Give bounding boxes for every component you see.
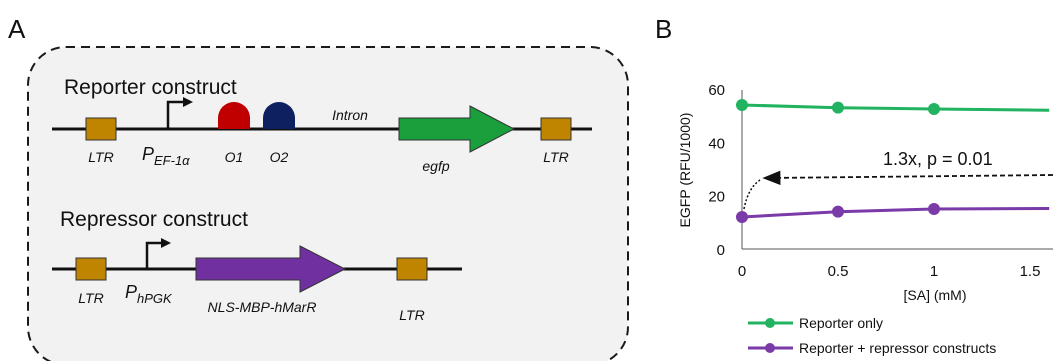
- reporter-ltr-right: [540, 117, 572, 141]
- repressor-ltr-left-label: LTR: [78, 290, 103, 306]
- egfp-gene-arrow: [398, 105, 516, 153]
- legend-item-reporter-repressor: Reporter + repressor constructs: [748, 340, 996, 356]
- y-axis-label: EGFP (RFU/1000): [677, 113, 693, 228]
- reporter-promoter-base: P: [142, 144, 154, 164]
- y-tick-label: 60: [708, 82, 725, 99]
- chart-legend: Reporter only Reporter + repressor const…: [748, 315, 996, 356]
- reporter-title: Reporter construct: [64, 76, 237, 99]
- data-point: [736, 211, 748, 223]
- intron-label: Intron: [332, 107, 368, 123]
- repressor-promoter-arrow: [145, 241, 163, 269]
- series-line-0: [741, 103, 1050, 112]
- series-line-1: [741, 207, 1050, 219]
- repressor-title: Repressor construct: [60, 208, 248, 231]
- marr-gene-arrow: [195, 245, 347, 293]
- legend-label-reporter-repressor: Reporter + repressor constructs: [799, 340, 996, 356]
- x-tick-labels: 0 0.5 1 1.5: [738, 263, 1041, 280]
- operator-o2: [263, 102, 295, 129]
- repressor-ltr-right-label: LTR: [399, 307, 424, 323]
- data-point: [736, 99, 748, 111]
- legend-marker-reporter-only: [765, 318, 775, 328]
- y-tick-label: 0: [717, 242, 725, 259]
- panel-b-label: B: [655, 14, 672, 44]
- repressor-promoter-label: PhPGK: [125, 282, 173, 306]
- x-tick-label: 0: [738, 263, 746, 280]
- reporter-ltr-right-label: LTR: [543, 149, 568, 165]
- fold-change-connector: [743, 179, 761, 210]
- x-axis-label: [SA] (mM): [904, 287, 967, 303]
- reporter-promoter-sub: EF-1α: [154, 153, 190, 168]
- reporter-promoter-arrow: [166, 100, 185, 129]
- fold-change-annotation: 1.3x, p = 0.01: [883, 149, 993, 169]
- reporter-ltr-left-label: LTR: [88, 149, 113, 165]
- data-point: [832, 205, 844, 218]
- legend-item-reporter-only: Reporter only: [748, 315, 883, 331]
- reporter-ltr-left: [85, 117, 117, 141]
- repressor-ltr-right: [396, 257, 428, 281]
- legend-marker-reporter-repressor: [765, 343, 775, 353]
- repressor-promoter-base: P: [125, 282, 137, 302]
- y-tick-labels: 0 20 40 60: [708, 82, 725, 259]
- operator-o2-label: O2: [270, 149, 289, 165]
- panel-a-label: A: [8, 14, 26, 44]
- egfp-label: egfp: [422, 158, 449, 174]
- operator-o1: [218, 102, 250, 129]
- data-point: [832, 101, 844, 114]
- y-tick-label: 20: [708, 189, 725, 206]
- operator-o1-label: O1: [225, 149, 244, 165]
- reporter-promoter-label: PEF-1α: [142, 144, 190, 168]
- y-tick-label: 40: [708, 135, 725, 152]
- x-tick-label: 0.5: [828, 263, 849, 280]
- fold-change-arrow: [762, 170, 1053, 186]
- reporter-promoter-arrowhead: [183, 97, 193, 107]
- egfp-chart: EGFP (RFU/1000) [SA] (mM) 0 20 40 60 0 0.5 1 1…: [677, 82, 1053, 303]
- repressor-ltr-left: [75, 257, 107, 281]
- marr-label: NLS-MBP-hMarR: [208, 299, 317, 315]
- x-tick-label: 1: [930, 263, 938, 280]
- series-layer: [736, 99, 1050, 223]
- repressor-promoter-arrowhead: [161, 238, 171, 248]
- data-point: [928, 103, 940, 115]
- repressor-promoter-sub: hPGK: [137, 291, 173, 306]
- data-point: [928, 203, 940, 215]
- x-tick-label: 1.5: [1020, 263, 1041, 280]
- legend-label-reporter-only: Reporter only: [799, 315, 883, 331]
